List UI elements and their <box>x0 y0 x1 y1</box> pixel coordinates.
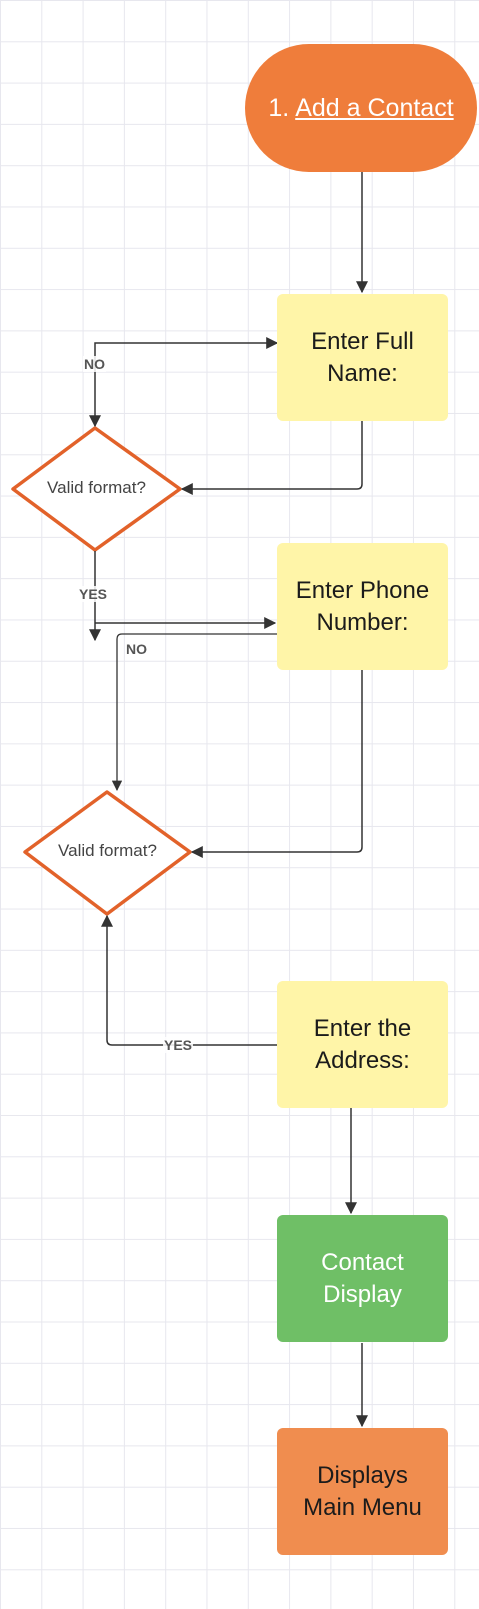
valid-format-label-2: Valid format? <box>58 841 157 860</box>
enter-address-line1: Enter the <box>313 1015 412 1043</box>
main-menu-line2: Main Menu <box>303 1493 422 1521</box>
start-terminal: 1. Add a Contact <box>245 44 477 172</box>
edge-fullname-to-valid1 <box>180 421 363 495</box>
enter-address-line2: Address: <box>315 1046 410 1074</box>
main-menu-line1: Displays <box>317 1462 408 1490</box>
decision-diamond-2 <box>23 790 192 916</box>
enter-phone-line1: Enter Phone <box>295 577 430 605</box>
enter-full-name-line1: Enter Full <box>311 328 414 356</box>
main-menu-box: Displays Main Menu <box>277 1428 448 1555</box>
enter-address-box: Enter the Address: <box>277 981 448 1108</box>
edge-valid2-yes <box>101 914 277 1046</box>
edge-valid1-no <box>89 337 279 428</box>
edge-label-no-1: NO <box>83 356 106 372</box>
edge-valid2-no <box>111 633 277 792</box>
enter-full-name-box: Enter Full Name: <box>277 294 448 421</box>
enter-phone-box: Enter Phone Number: <box>277 543 448 670</box>
enter-full-name-line2: Name: <box>327 359 398 387</box>
edge-label-no-2: NO <box>125 641 148 657</box>
edge-phone-to-valid2 <box>190 670 363 858</box>
enter-phone-line2: Number: <box>316 608 409 636</box>
contact-display-line1: Contact <box>321 1249 404 1277</box>
decision-diamond-1 <box>11 426 182 552</box>
edge-label-yes-2: YES <box>163 1037 194 1053</box>
add-contact-link[interactable]: Add a Contact <box>295 93 454 122</box>
valid-format-label-1: Valid format? <box>47 478 146 497</box>
contact-display-line2: Display <box>323 1280 402 1308</box>
start-step-number: 1. <box>268 93 290 122</box>
edge-label-yes-1: YES <box>78 586 109 602</box>
contact-display-box: Contact Display <box>277 1215 448 1342</box>
